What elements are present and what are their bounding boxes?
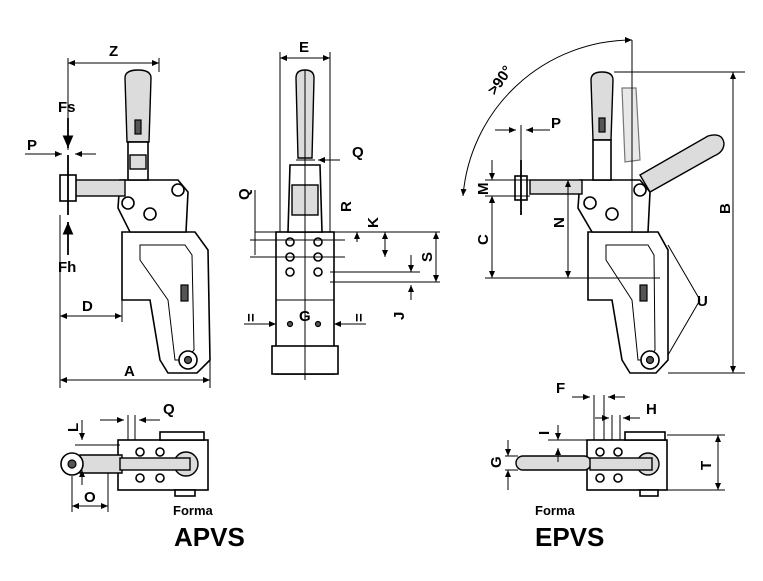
dim-label-f: F	[556, 380, 565, 397]
dim-label-q-bottom: Q	[163, 401, 175, 418]
dim-label-j: J	[391, 312, 408, 320]
epvs-side-view	[514, 71, 725, 374]
dim-label-q-vertical: Q	[236, 188, 253, 200]
dim-label-q-mid: Q	[352, 144, 364, 161]
apvs-side-dimensions	[25, 58, 211, 388]
dim-label-g-bottom: G	[488, 456, 505, 468]
apvs-top-dimensions	[71, 415, 160, 512]
angle-label: >90°	[484, 63, 516, 99]
caption-forma-right: Forma	[535, 503, 576, 518]
dim-label-u: U	[697, 293, 708, 310]
apvs-side-view	[59, 69, 211, 374]
dim-label-r: R	[338, 201, 355, 212]
dim-label-s: S	[419, 252, 436, 262]
dim-label-p-right: P	[551, 115, 561, 132]
dim-label-i: I	[536, 431, 553, 435]
caption-forma-left: Forma	[173, 503, 214, 518]
dim-label-a: A	[124, 363, 135, 380]
front-view	[271, 69, 339, 380]
epvs-top-dimensions	[505, 394, 725, 491]
dim-label-m: M	[475, 183, 492, 196]
dim-label-p-left: P	[27, 137, 37, 154]
dim-label-c: C	[475, 234, 492, 245]
dim-label-g-mid: G	[299, 308, 311, 325]
equal-mark-right: =	[351, 313, 368, 322]
dim-label-k: K	[365, 217, 382, 228]
dim-label-z: Z	[109, 43, 118, 60]
epvs-side-dimensions	[460, 37, 745, 374]
dim-label-o: O	[84, 489, 96, 506]
dim-label-t: T	[698, 461, 715, 470]
equal-mark-left: =	[243, 313, 260, 322]
epvs-top-view	[515, 431, 668, 497]
dim-label-d: D	[82, 298, 93, 315]
dim-label-n: N	[551, 217, 568, 228]
dim-label-h: H	[646, 401, 657, 418]
force-label-fh: Fh	[58, 259, 76, 276]
model-title-epvs: EPVS	[535, 522, 604, 552]
model-title-apvs: APVS	[174, 522, 245, 552]
dim-label-b: B	[717, 203, 734, 214]
force-label-fs: Fs	[58, 99, 76, 116]
apvs-top-view	[60, 431, 209, 497]
front-dimensions	[244, 52, 440, 327]
dim-label-l: L	[65, 423, 82, 432]
dim-label-e: E	[299, 39, 309, 56]
